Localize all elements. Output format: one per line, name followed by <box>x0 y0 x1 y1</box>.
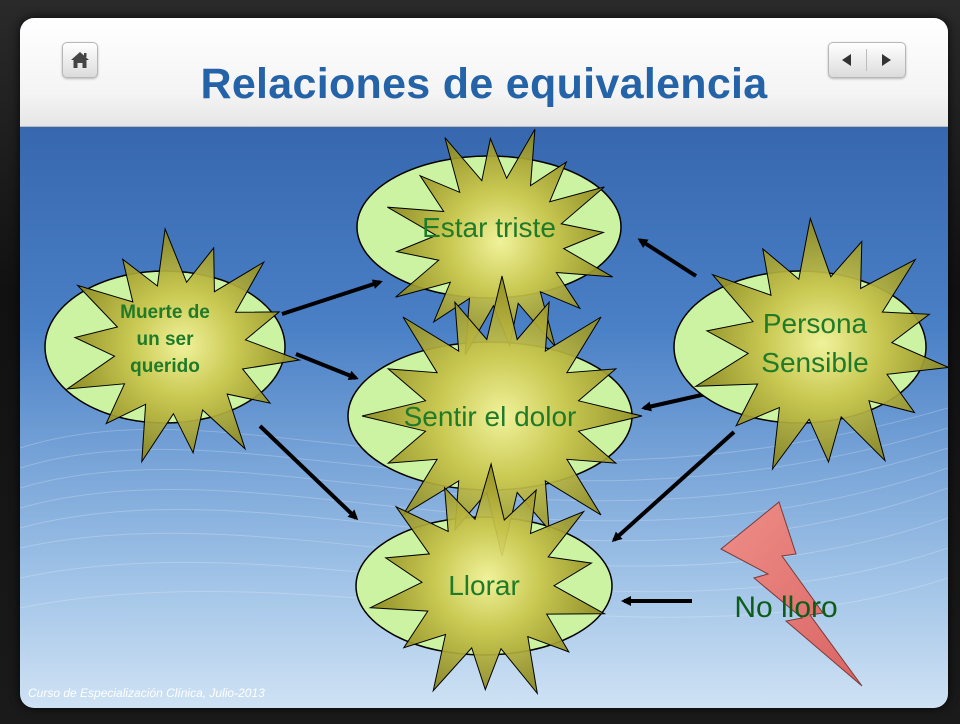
slide-title: Relaciones de equivalencia <box>200 60 768 108</box>
home-button[interactable] <box>62 42 98 78</box>
explosion-star-icon <box>361 275 643 557</box>
explosion-star-icon <box>387 129 613 355</box>
triangle-left-icon <box>842 54 851 66</box>
node-label-sentir-dolor: Sentir el dolor <box>404 401 577 432</box>
home-icon <box>71 52 89 68</box>
nav-separator <box>866 49 867 71</box>
node-labels: Muerte de un ser querido Estar triste Se… <box>120 212 869 624</box>
edges <box>258 238 736 606</box>
edge-muerte-llorar <box>258 424 359 521</box>
explosion-star-icon <box>693 216 948 471</box>
explosion-star-icon <box>368 462 607 696</box>
previous-slide-button[interactable] <box>829 43 866 77</box>
edge-muerte-sentir-dolor <box>295 352 359 381</box>
next-slide-button[interactable] <box>867 43 904 77</box>
slide-navigation <box>828 42 906 78</box>
edge-persona-estar-triste <box>637 238 698 278</box>
diagram-canvas: Muerte de un ser querido Estar triste Se… <box>20 18 948 708</box>
triangle-right-icon <box>882 54 891 66</box>
explosion-stars <box>65 129 948 696</box>
edge-persona-sentir-dolor <box>641 392 707 412</box>
edge-persona-llorar <box>611 430 736 543</box>
node-label-persona-sensible: Sensible <box>761 347 868 378</box>
explosion-star-icon <box>65 226 302 464</box>
lightning-bolt-icon <box>720 501 863 687</box>
node-label-estar-triste: Estar triste <box>422 212 556 243</box>
slide: Muerte de un ser querido Estar triste Se… <box>20 18 948 708</box>
edge-muerte-estar-triste <box>281 279 383 316</box>
node-label-muerte: Muerte de <box>120 302 210 323</box>
node-label-persona-sensible: Persona <box>763 308 868 339</box>
slide-footer: Curso de Especialización Clínica, Julio-… <box>28 686 265 700</box>
node-label-muerte: un ser <box>136 329 194 350</box>
node-label-muerte: querido <box>130 356 200 377</box>
slide-header: Relaciones de equivalencia <box>20 18 948 127</box>
node-label-llorar: Llorar <box>448 570 520 601</box>
no-lloro-label: No lloro <box>734 591 837 624</box>
